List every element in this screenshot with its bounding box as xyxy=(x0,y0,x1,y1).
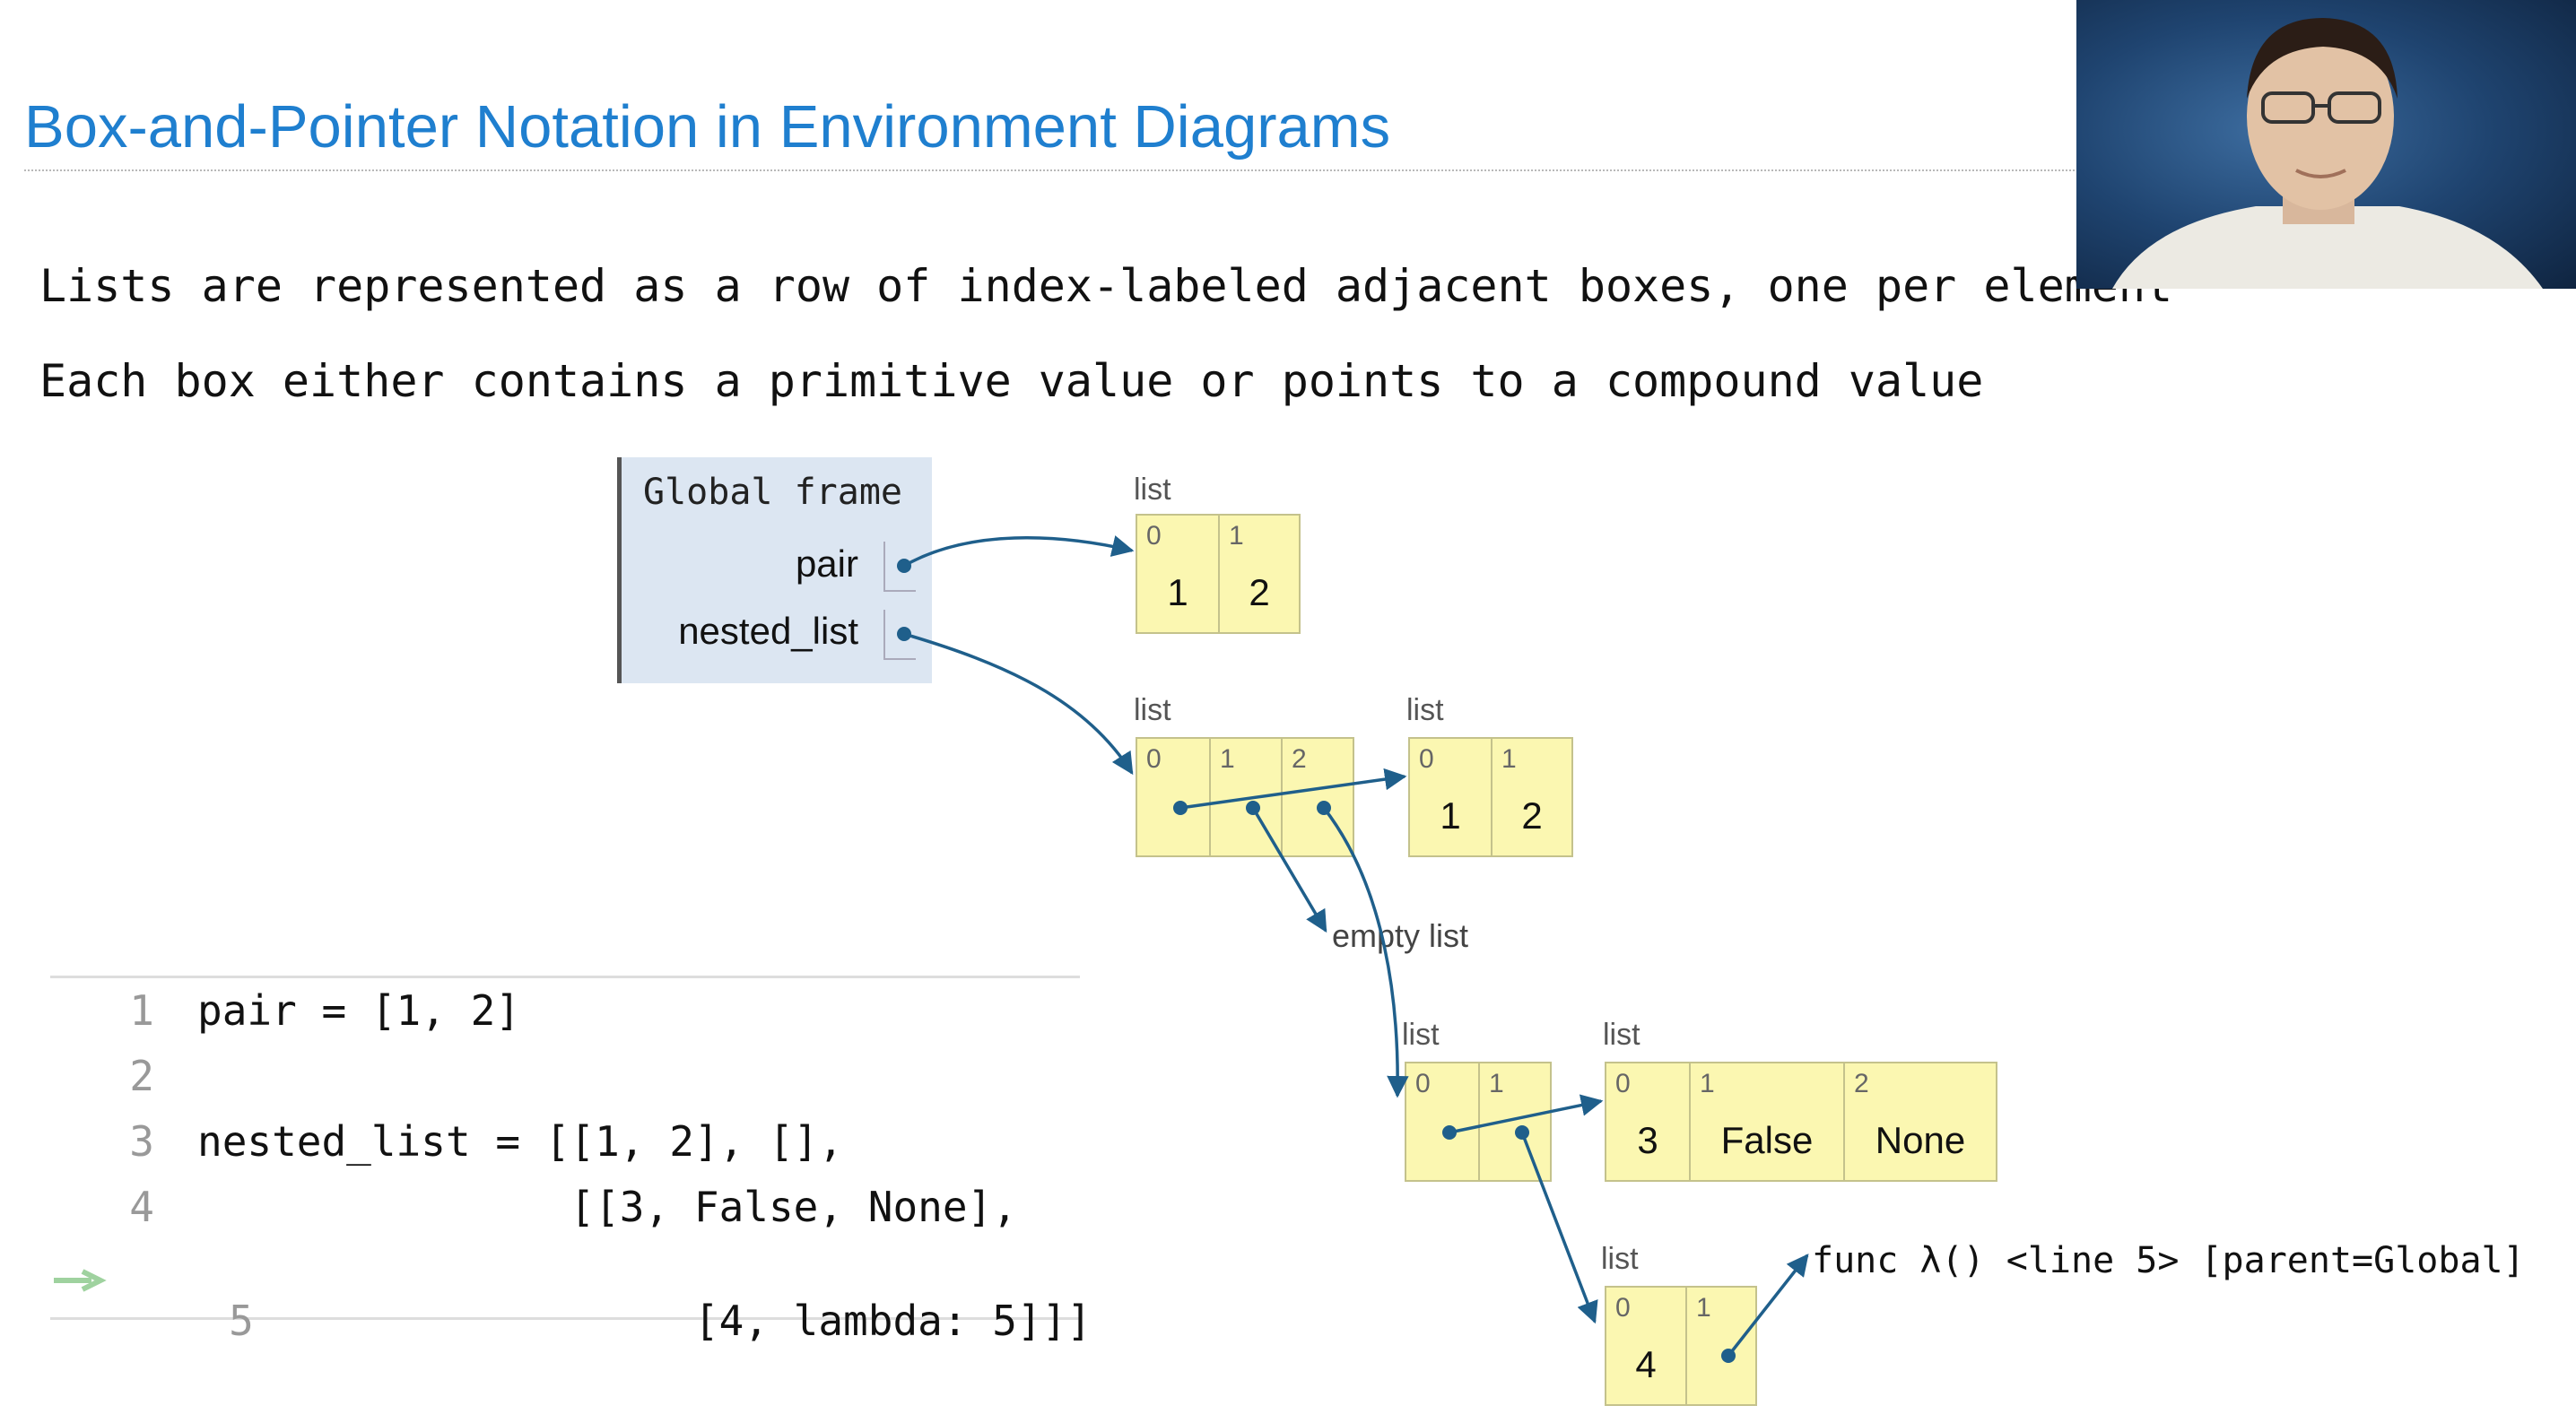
global-frame: Global frame pair nested_list xyxy=(617,457,932,683)
nested-list-pointer-arrow xyxy=(903,632,1134,776)
inner-pair-label: list xyxy=(1406,693,1444,727)
outer-list-label: list xyxy=(1134,693,1171,727)
outer-list-cell-2: 2 xyxy=(1281,739,1353,855)
last-list-cell-1: 1 xyxy=(1685,1288,1755,1404)
outer-cell1-dot xyxy=(1246,801,1260,815)
nested-list-pointer-slot xyxy=(883,610,916,660)
sub-list-label: list xyxy=(1402,1018,1440,1052)
code-line-2: 2 xyxy=(129,1052,154,1100)
current-line-arrow-icon xyxy=(54,1269,107,1292)
sub-list-cell-0: 0 xyxy=(1415,1069,1431,1098)
outer-cell0-dot xyxy=(1173,801,1188,815)
frame-var-nested-list: nested_list xyxy=(678,610,858,652)
outer-cell1-arrow xyxy=(1251,807,1327,933)
slide-title: Box-and-Pointer Notation in Environment … xyxy=(24,93,1391,161)
sub-list-cell-1: 1 xyxy=(1478,1063,1550,1180)
triple-list-label: list xyxy=(1603,1018,1640,1052)
frame-title: Global frame xyxy=(643,472,902,513)
outer-cell2-dot xyxy=(1317,801,1331,815)
sub-cell1-dot xyxy=(1515,1125,1529,1140)
title-divider xyxy=(24,169,2078,171)
frame-var-pair: pair xyxy=(795,542,858,585)
empty-list-label: empty list xyxy=(1332,917,1469,954)
code-line-5: 5 [4, lambda: 5]]] xyxy=(50,1248,1092,1345)
sub-cell1-arrow xyxy=(1520,1132,1598,1324)
pair-pointer-arrow xyxy=(903,535,1135,568)
outer-cell2-arrow xyxy=(1322,806,1409,1098)
last-cell1-dot xyxy=(1721,1349,1736,1363)
outer-cell0-arrow xyxy=(1179,768,1407,810)
presenter-image xyxy=(2112,18,2543,289)
last-list-label: list xyxy=(1601,1242,1639,1276)
outer-list: 0 1 2 xyxy=(1136,737,1354,857)
sub-cell0-arrow xyxy=(1449,1094,1604,1134)
outer-list-cell-1: 1 xyxy=(1209,739,1281,855)
last-cell1-arrow xyxy=(1727,1254,1809,1358)
nested-list-pointer-dot xyxy=(897,627,911,641)
sub-list: 0 1 xyxy=(1405,1062,1552,1182)
sub-cell0-dot xyxy=(1442,1125,1457,1140)
pair-pointer-dot xyxy=(897,559,911,573)
outer-list-cell-0: 0 xyxy=(1146,744,1162,774)
lambda-function-label: func λ() <line 5> [parent=Global] xyxy=(1812,1240,2525,1281)
bullet-box-contents: Each box either contains a primitive val… xyxy=(39,355,1984,407)
presenter-webcam xyxy=(2076,0,2576,289)
pair-pointer-slot xyxy=(883,542,916,592)
bullet-lists-representation: Lists are represented as a row of index-… xyxy=(39,260,2173,312)
pair-list-label: list xyxy=(1134,473,1171,507)
code-line-4: 4 [[3, False, None], xyxy=(129,1183,1017,1231)
